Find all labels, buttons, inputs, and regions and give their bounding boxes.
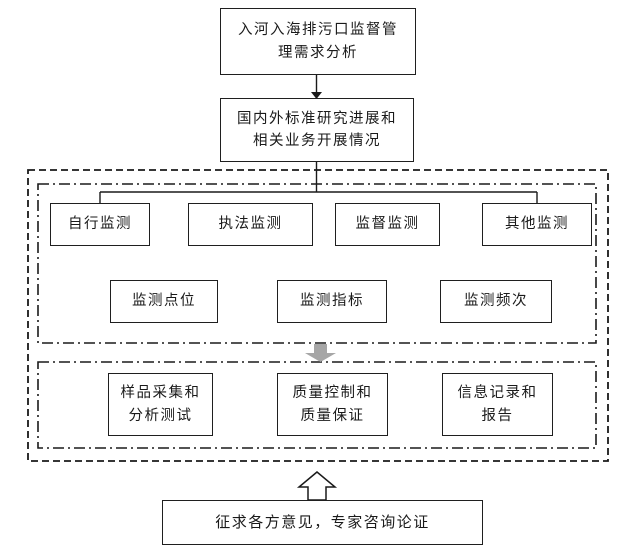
node-requirement-analysis: 入河入海排污口监督管 理需求分析 [220, 8, 416, 75]
node-standards-research-line2: 相关业务开展情况 [253, 133, 381, 149]
node-supervision-monitoring-label: 监督监测 [355, 216, 420, 233]
node-monitoring-points: 监测点位 [110, 280, 218, 323]
node-requirement-analysis-line1: 入河入海排污口监督管 [238, 22, 398, 39]
node-record-report-line1: 信息记录和 [457, 385, 538, 402]
node-monitoring-indicators-label: 监测指标 [300, 293, 364, 310]
node-record-report-line2: 报告 [481, 407, 514, 424]
arrowhead-down-icon [311, 92, 322, 99]
node-monitoring-points-label: 监测点位 [132, 293, 196, 310]
node-quality-control: 质量控制和 质量保证 [277, 373, 388, 436]
node-standards-research-line1: 国内外标准研究进展和 [237, 110, 397, 127]
node-consultation: 征求各方意见，专家咨询论证 [162, 500, 483, 545]
node-sampling-analysis-line1: 样品采集和 [120, 385, 201, 402]
node-self-monitoring-label: 自行监测 [68, 216, 132, 233]
node-enforcement-monitoring-label: 执法监测 [218, 216, 283, 233]
node-supervision-monitoring: 监督监测 [335, 203, 440, 246]
node-sampling-analysis-line2: 分析测试 [128, 407, 193, 424]
node-quality-control-line1: 质量控制和 [292, 385, 373, 402]
node-other-monitoring-label: 其他监测 [505, 216, 569, 233]
node-consultation-label: 征求各方意见，专家咨询论证 [215, 512, 430, 531]
hollow-up-arrow-icon [296, 471, 338, 501]
outer-dashed-frame [27, 169, 609, 462]
node-sampling-analysis: 样品采集和 分析测试 [108, 373, 213, 436]
node-standards-research: 国内外标准研究进展和 相关业务开展情况 [220, 98, 414, 162]
node-monitoring-frequency: 监测频次 [440, 280, 552, 323]
node-monitoring-indicators: 监测指标 [277, 280, 387, 323]
node-requirement-analysis-line2: 理需求分析 [278, 44, 358, 61]
node-record-report: 信息记录和 报告 [442, 373, 553, 436]
quality-dashdot-frame [37, 361, 597, 449]
node-self-monitoring: 自行监测 [50, 203, 150, 246]
gray-down-arrow-icon [305, 344, 336, 362]
node-monitoring-frequency-label: 监测频次 [464, 293, 528, 310]
node-enforcement-monitoring: 执法监测 [188, 203, 313, 246]
node-other-monitoring: 其他监测 [482, 203, 592, 246]
node-quality-control-line2: 质量保证 [300, 407, 365, 424]
